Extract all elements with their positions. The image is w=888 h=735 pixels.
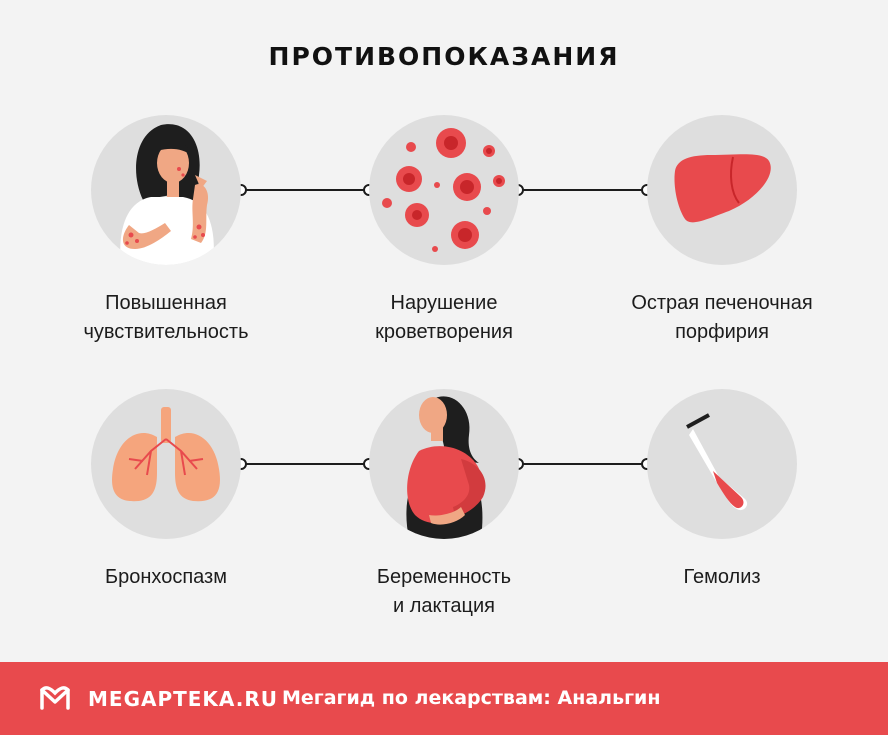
footer-tagline: Мегагид по лекарствам: Анальгин <box>282 687 661 709</box>
liver-icon <box>647 115 797 265</box>
page-title: ПРОТИВОПОКАЗАНИЯ <box>268 42 620 71</box>
brand-name[interactable]: MEGAPTEKA.RU <box>88 687 279 711</box>
label-bronchospasm: Бронхоспазм <box>105 566 227 588</box>
megapteka-logo-icon <box>40 686 70 710</box>
lungs-icon <box>91 389 241 539</box>
blood-cells-icon <box>369 115 519 265</box>
woman-rash-icon <box>91 115 241 265</box>
test-tube-icon <box>647 389 797 539</box>
label-hemolysis: Гемолиз <box>683 566 761 588</box>
footer-bar: MEGAPTEKA.RU Мегагид по лекарствам: Анал… <box>0 662 888 735</box>
pregnant-woman-icon <box>369 389 519 539</box>
